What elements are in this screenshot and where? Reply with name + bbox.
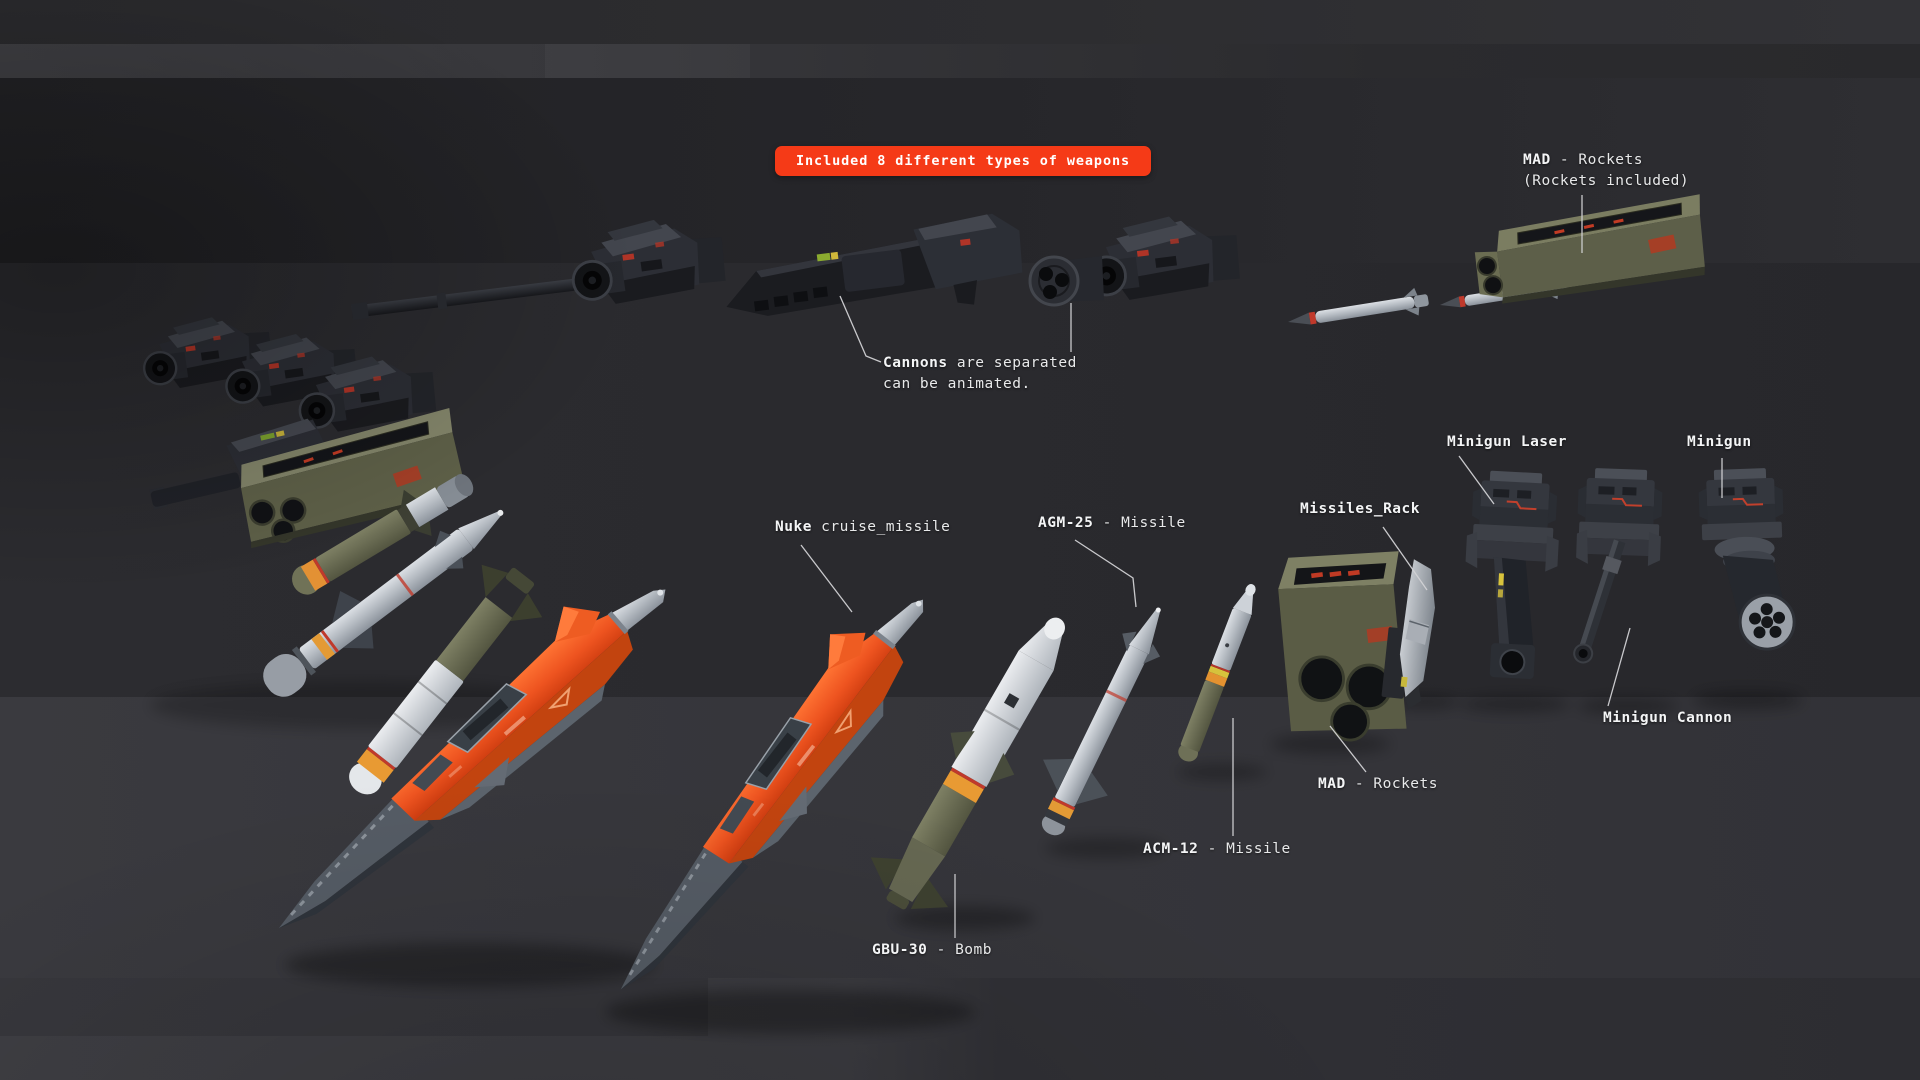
olive-missile-graphic (292, 473, 474, 595)
silver-missile-graphic (263, 509, 504, 697)
backdrop-band (0, 978, 1920, 1080)
label-agm25-missile: AGM-25 - Missile (1038, 515, 1186, 531)
label-mad-rockets-top: MAD - Rockets (Rockets included) (1523, 152, 1690, 189)
leader-line-missiles-rack (1382, 526, 1428, 591)
long-cannon-graphic (351, 209, 731, 320)
backdrop-step (0, 978, 708, 1036)
railgun-cannon-graphic (726, 213, 1023, 316)
gatling-cannon-graphic (1028, 207, 1245, 307)
agm25-missile-graphic (1041, 607, 1161, 836)
label-minigun: Minigun (1687, 434, 1752, 450)
label-acm12-missile: ACM-12 - Missile (1143, 841, 1291, 857)
included-weapons-badge: Included 8 different types of weapons (775, 146, 1152, 176)
leader-lines (800, 195, 1723, 938)
leader-line-minigun-cannon (1607, 627, 1631, 707)
leader-line-minigun-laser (1458, 455, 1495, 505)
label-cannons-note: Cannons are separated can be animated. (883, 355, 1077, 392)
minigun-cannon-graphic (1573, 466, 1665, 664)
mad-rockets-pod-front-graphic (1278, 551, 1407, 742)
leader-line-mad-bottom (1329, 725, 1367, 773)
label-minigun-laser: Minigun Laser (1447, 434, 1567, 450)
missiles-rack-graphic (1381, 559, 1435, 710)
acm12-missile-graphic (1178, 584, 1256, 762)
mad-rockets-pod-top-graphic (1474, 194, 1705, 304)
label-missiles-rack: Missiles_Rack (1300, 501, 1420, 517)
leader-line-cannons-left (839, 295, 882, 363)
backdrop-band (0, 0, 1920, 44)
badge-label: Included 8 different types of weapons (796, 153, 1131, 169)
white-bomb-graphic (349, 564, 543, 795)
turret-gun-graphic (137, 308, 441, 438)
shadows (150, 681, 1803, 1034)
backdrop-band (0, 44, 1920, 78)
label-minigun-cannon: Minigun Cannon (1603, 710, 1733, 726)
label-gbu30-bomb: GBU-30 - Bomb (872, 942, 992, 958)
label-nuke-missile: Nuke cruise_missile (775, 519, 951, 535)
gbu30-bomb-graphic (870, 617, 1065, 910)
label-mad-rockets-bottom: MAD - Rockets (1318, 776, 1439, 792)
minigun-laser-graphic (1465, 468, 1560, 679)
leader-line-nuke (800, 544, 853, 613)
orange-cruise-missile-graphic (240, 547, 695, 960)
leader-line-agm25 (1074, 539, 1137, 608)
minigun-graphic (1696, 466, 1796, 651)
